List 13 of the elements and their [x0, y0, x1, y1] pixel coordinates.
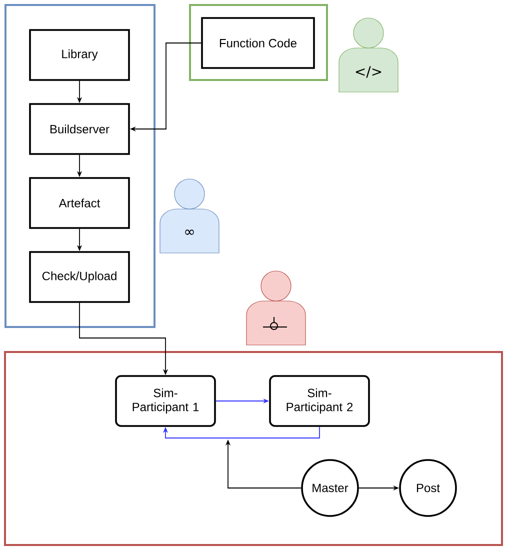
process-box: Buildserver [29, 103, 130, 155]
arrow [162, 426, 320, 438]
symbol-label: ∞ [185, 230, 194, 235]
container-box [4, 4, 156, 328]
process-box: Artefact [29, 177, 130, 229]
process-box: Check/Upload [29, 251, 130, 303]
process-box: Sim- Participant 1 [115, 375, 216, 427]
process-box: Function Code [201, 17, 315, 69]
symbol-label: </> [356, 66, 382, 78]
process-box: Sim- Participant 2 [269, 375, 370, 427]
container-box [189, 4, 328, 81]
container-box [4, 351, 503, 546]
process-box: Library [29, 29, 130, 81]
